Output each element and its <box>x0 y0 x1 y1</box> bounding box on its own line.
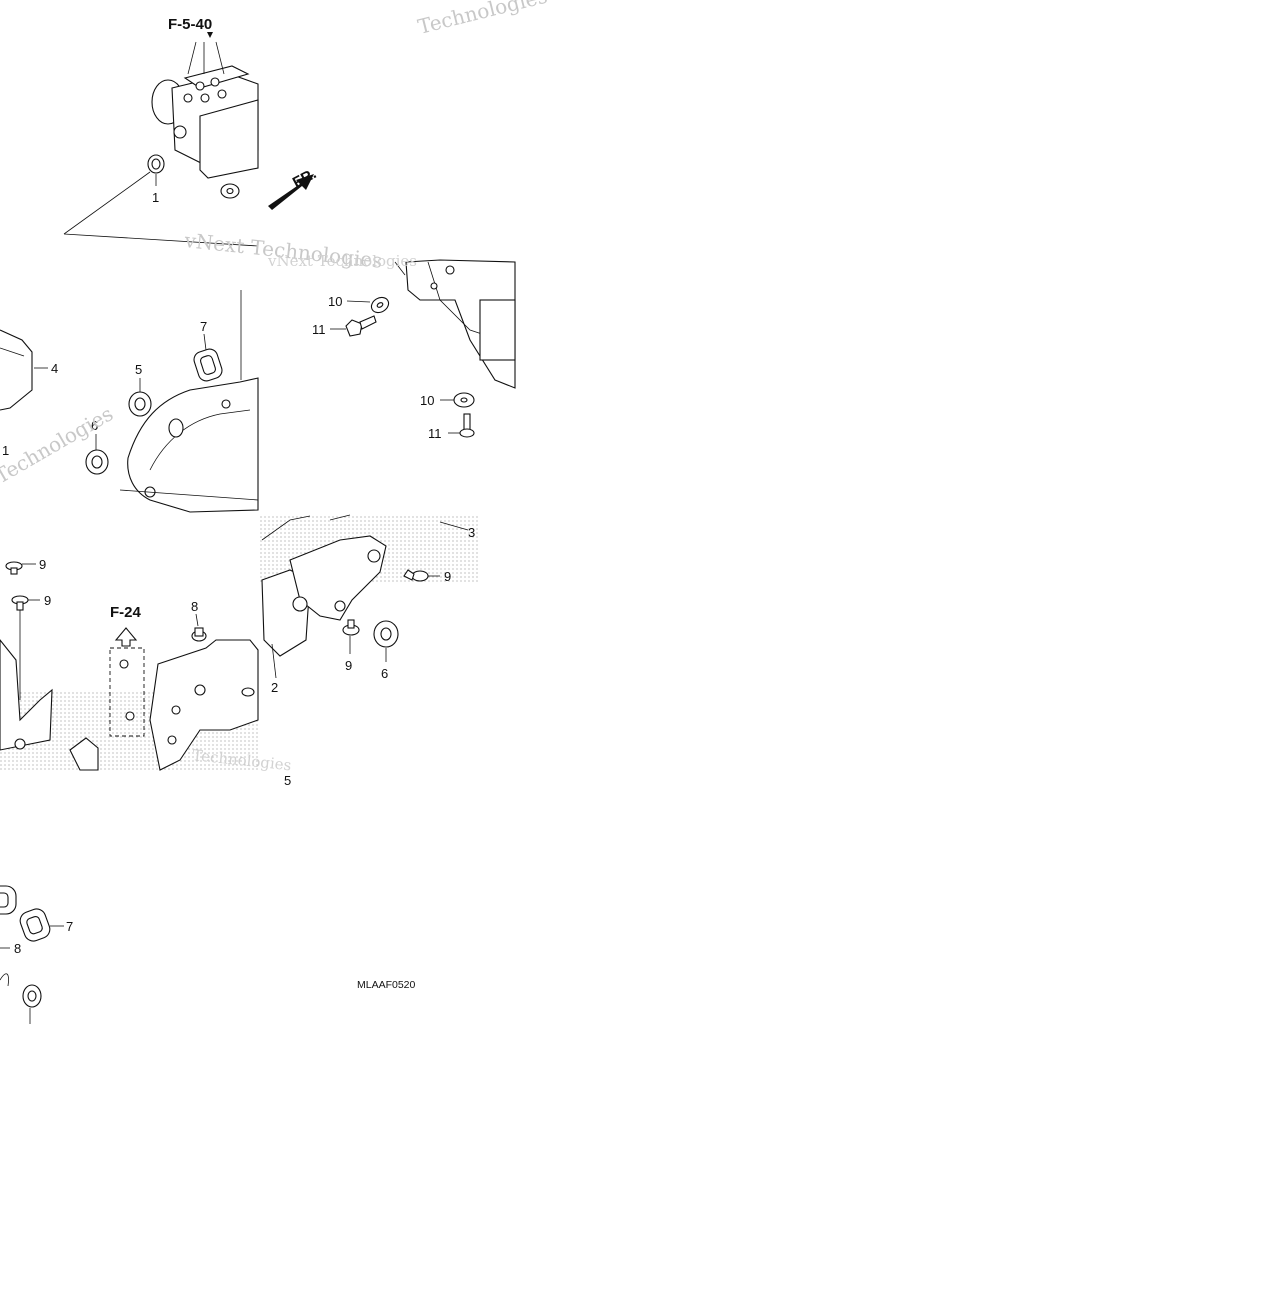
callout-1: 1 <box>2 443 9 458</box>
callout-7: 7 <box>200 319 207 334</box>
washer-part-10-bottom <box>453 392 475 408</box>
frame-bracket-lower-left <box>0 610 259 771</box>
callout-4: 4 <box>51 361 58 376</box>
bolt-part-11-top <box>345 315 377 337</box>
callout-6: 6 <box>91 418 98 433</box>
grommet-part-6-bottom <box>373 620 399 648</box>
bolt-part-8-top <box>191 627 207 642</box>
side-bracket-part-2 <box>261 514 387 657</box>
drawing-code: MLAAF0520 <box>357 979 416 991</box>
bolt-part-11-bottom <box>459 413 475 438</box>
callout-11: 11 <box>428 426 442 441</box>
callout-3: 3 <box>468 525 475 540</box>
screw-part-9-a <box>5 561 23 575</box>
callout-10: 10 <box>328 294 342 309</box>
callout-9: 9 <box>444 569 451 584</box>
callout-6: 6 <box>381 666 388 681</box>
callout-10: 10 <box>420 393 434 408</box>
callout-2: 2 <box>271 680 278 695</box>
callout-5: 5 <box>284 773 291 788</box>
callout-9: 9 <box>39 557 46 572</box>
grommet-part-5-bottom <box>0 885 17 915</box>
watermark-text: Technologies <box>415 0 549 39</box>
callout-11: 11 <box>312 322 326 337</box>
grommet-part-bottom <box>22 984 42 1008</box>
grommet-part-1-top <box>147 154 165 174</box>
front-direction-label: FR. <box>290 165 319 191</box>
screw-part-9-d <box>342 619 360 636</box>
callout-8: 8 <box>14 941 21 956</box>
front-direction-arrow-icon <box>268 174 314 210</box>
callout-9: 9 <box>345 658 352 673</box>
dashed-reference-box <box>109 647 145 737</box>
bracket-assembly-right <box>394 259 516 389</box>
reference-label-mid: F-24 <box>110 604 142 621</box>
washer-top <box>220 183 240 199</box>
outline-arrow-up-icon <box>114 627 138 647</box>
watermark-text: Technologies <box>0 401 117 488</box>
abs-modulator-unit <box>151 41 259 179</box>
grommet-part-6-top <box>85 449 109 475</box>
arrow-up-icon <box>207 32 213 38</box>
callout-5: 5 <box>135 362 142 377</box>
reference-label-top: F-5-40 <box>168 16 212 33</box>
grommet-part-7-top <box>193 348 223 382</box>
abs-unit-housing-4 <box>0 329 33 411</box>
callout-8: 8 <box>191 599 198 614</box>
callout-1: 1 <box>152 190 159 205</box>
screw-part-9-b <box>11 595 29 611</box>
callout-7: 7 <box>66 919 73 934</box>
callout-9: 9 <box>44 593 51 608</box>
grommet-part-5-top <box>128 391 152 417</box>
watermark-text: Technologies <box>192 746 293 774</box>
washer-part-10-top <box>370 296 390 314</box>
mounting-bracket-top <box>119 290 259 513</box>
watermark-text: vNext Technologies <box>267 252 417 270</box>
grommet-part-7-bottom <box>19 908 51 942</box>
